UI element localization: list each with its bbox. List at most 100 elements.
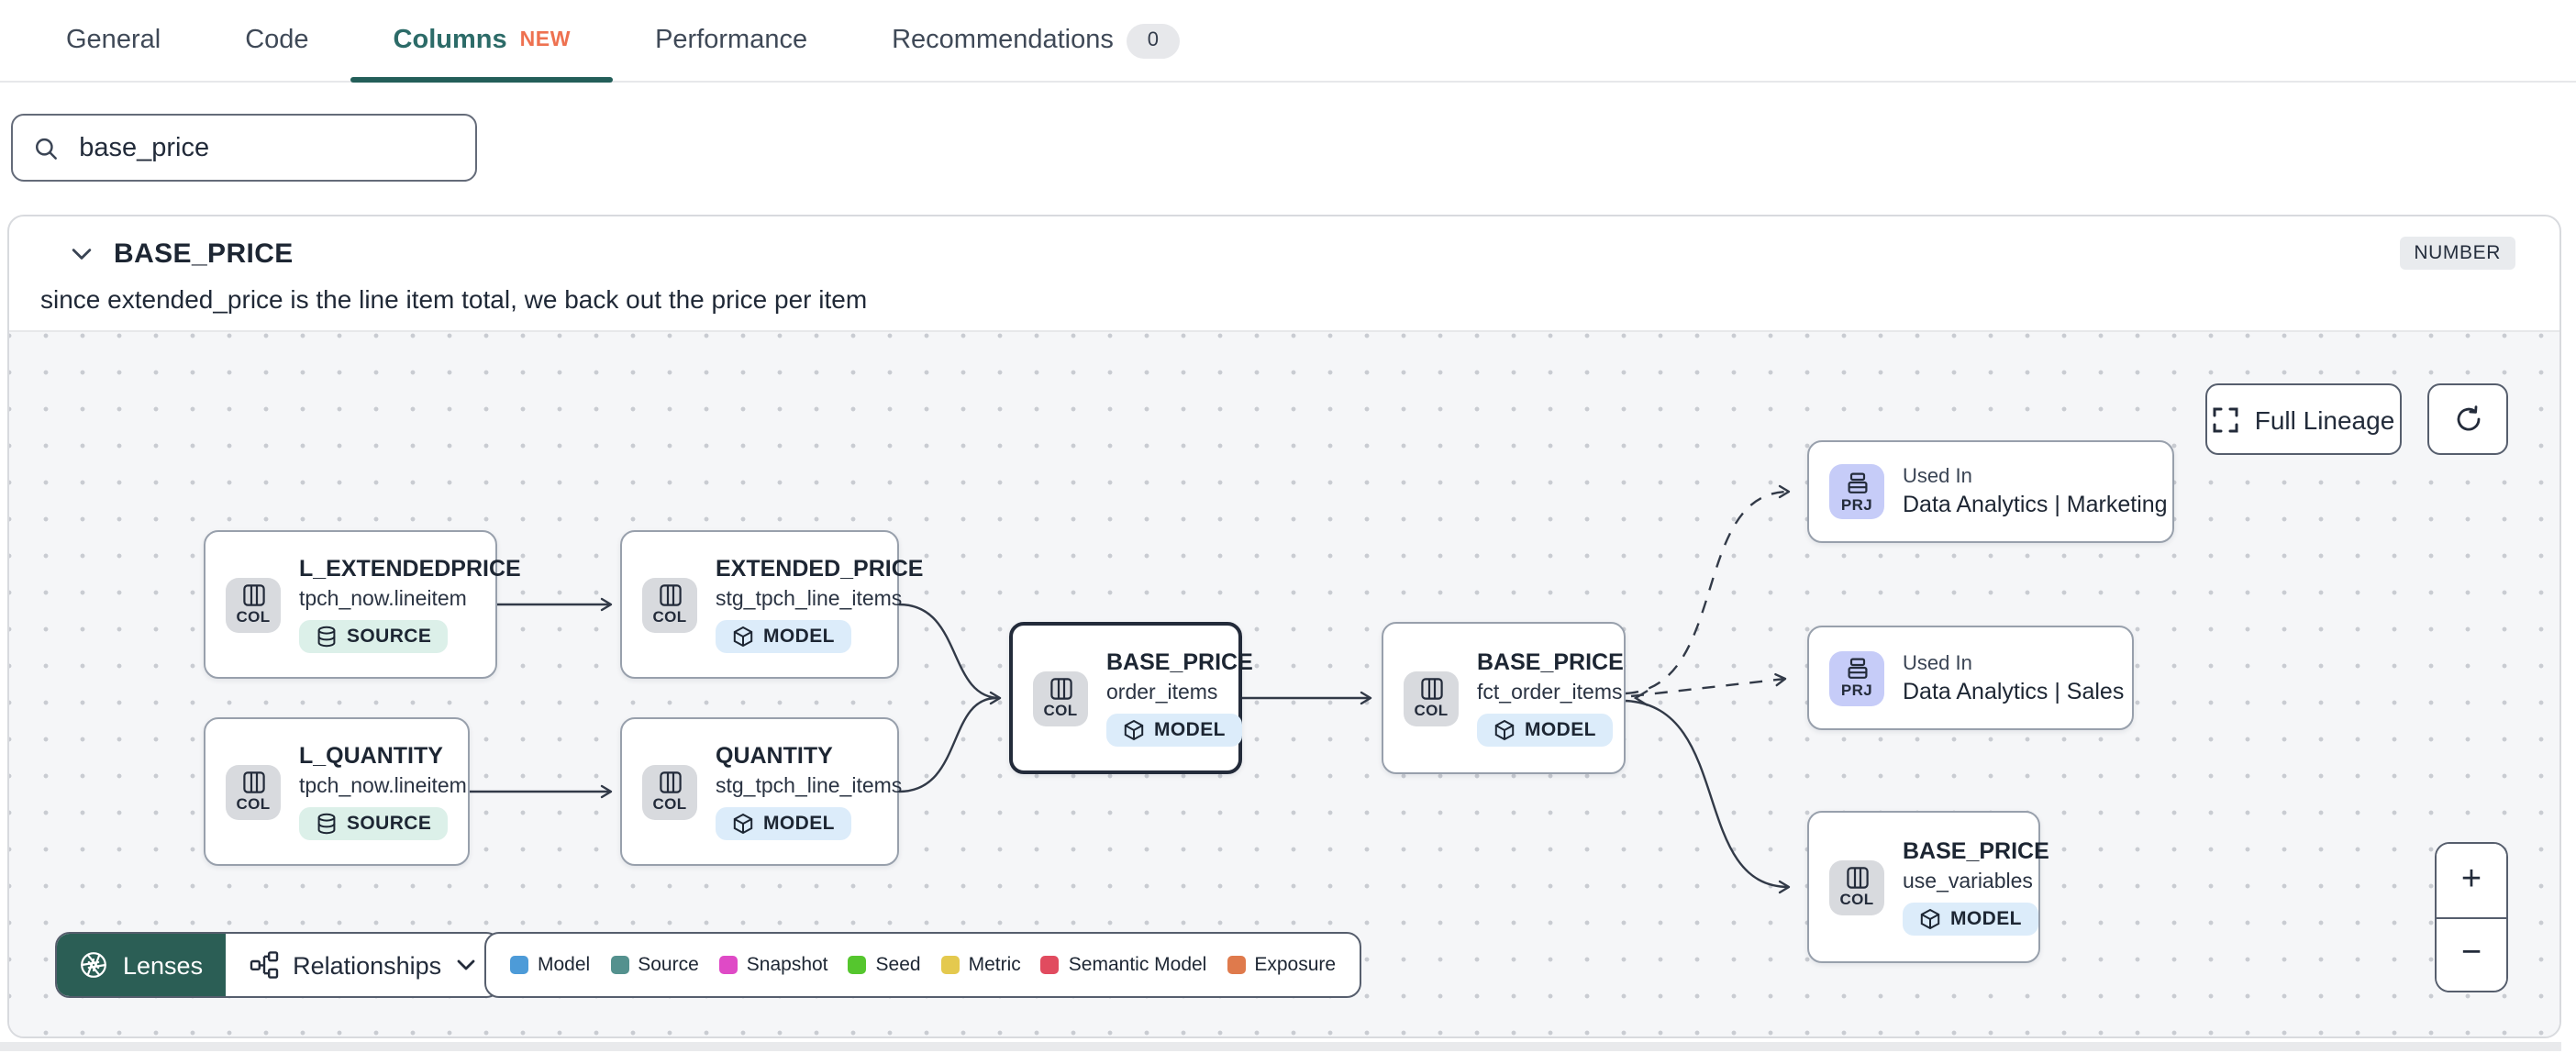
legend-item-metric: Metric: [940, 954, 1021, 976]
source-swatch: [610, 956, 629, 974]
model-swatch: [510, 956, 528, 974]
legend-item-exposure: Exposure: [1227, 954, 1336, 976]
kind-label: COL: [236, 794, 271, 814]
resource-legend: Model Source Snapshot Seed Metric Semant…: [484, 932, 1362, 998]
tab-recommendations[interactable]: Recommendations 0: [849, 0, 1222, 81]
col-badge: COL: [1404, 671, 1459, 726]
col-badge: COL: [642, 577, 697, 632]
table-columns-icon: [659, 584, 681, 607]
node-title: QUANTITY: [716, 743, 833, 770]
table-columns-icon: [242, 584, 264, 607]
search-row: [0, 83, 2576, 182]
node-title: BASE_PRICE: [1106, 649, 1253, 676]
lenses-toolbar: Lenses Relationships: [55, 932, 501, 998]
expand-icon: [2213, 406, 2238, 432]
table-columns-icon: [1846, 867, 1868, 890]
new-badge: NEW: [519, 29, 572, 51]
seed-swatch: [848, 956, 867, 974]
prj-badge: PRJ: [1829, 464, 1884, 519]
zoom-out-button[interactable]: −: [2437, 918, 2506, 991]
lineage-node-base-price-order-items[interactable]: COL BASE_PRICE order_items MODEL: [1009, 622, 1253, 774]
recommendations-count-badge: 0: [1126, 23, 1180, 58]
lineage-node-base-price-fct-order-items[interactable]: COL BASE_PRICE fct_order_items MODEL: [1382, 622, 1626, 774]
node-subtitle: fct_order_items: [1477, 682, 1623, 704]
node-subtitle: stg_tpch_line_items: [716, 775, 903, 798]
legend-item-seed: Seed: [848, 954, 921, 976]
kind-label: PRJ: [1840, 494, 1873, 514]
refresh-icon: [2456, 405, 2480, 431]
node-title: BASE_PRICE: [1477, 649, 1624, 676]
metric-swatch: [940, 956, 960, 974]
kind-label: COL: [1839, 890, 1874, 909]
cube-icon: [1124, 719, 1144, 740]
lineage-edges: [470, 484, 1791, 894]
kind-label: PRJ: [1840, 681, 1873, 700]
lineage-canvas[interactable]: COL L_EXTENDEDPRICE tpch_now.lineitem SO…: [9, 330, 2559, 1036]
tab-columns[interactable]: Columns NEW: [350, 0, 614, 83]
lenses-button[interactable]: Lenses: [57, 934, 226, 996]
tab-label: Code: [245, 26, 309, 55]
full-lineage-button[interactable]: Full Lineage: [2205, 383, 2402, 455]
node-subtitle: stg_tpch_line_items: [716, 588, 903, 611]
resource-type-label: MODEL: [763, 812, 835, 835]
kind-label: COL: [1414, 701, 1449, 720]
node-subtitle: order_items: [1106, 682, 1218, 704]
node-title: BASE_PRICE: [1903, 838, 2049, 865]
tab-general[interactable]: General: [24, 0, 203, 81]
lineage-node-l-quantity[interactable]: COL L_QUANTITY tpch_now.lineitem SOURCE: [204, 717, 470, 866]
node-subtitle: tpch_now.lineitem: [299, 588, 467, 611]
search-box[interactable]: [11, 114, 477, 182]
legend-item-source: Source: [610, 954, 699, 976]
node-subtitle: tpch_now.lineitem: [299, 775, 467, 798]
tab-label: Recommendations: [892, 26, 1114, 55]
exposure-swatch: [1227, 956, 1246, 974]
column-name-title: BASE_PRICE: [114, 238, 294, 269]
model-pill: MODEL: [1477, 713, 1613, 747]
lineage-node-base-price-use-variables[interactable]: COL BASE_PRICE use_variables MODEL: [1807, 811, 2049, 963]
project-name: Data Analytics | Sales: [1903, 678, 2125, 704]
tab-performance[interactable]: Performance: [613, 0, 849, 81]
lineage-node-used-in-sales[interactable]: PRJ Used In Data Analytics | Sales: [1807, 626, 2134, 730]
model-pill: MODEL: [716, 619, 851, 653]
kind-label: COL: [1043, 701, 1078, 720]
relationships-dropdown[interactable]: Relationships: [225, 934, 498, 996]
full-lineage-label: Full Lineage: [2254, 405, 2395, 434]
col-badge: COL: [1829, 859, 1884, 914]
snapshot-swatch: [718, 956, 738, 974]
legend-item-snapshot: Snapshot: [718, 954, 828, 976]
column-panel: BASE_PRICE NUMBER since extended_price i…: [7, 215, 2561, 1038]
cube-icon: [1494, 719, 1515, 740]
table-columns-icon: [242, 771, 264, 794]
relationships-label: Relationships: [293, 951, 442, 979]
tab-label: General: [66, 26, 161, 55]
column-description: since extended_price is the line item to…: [40, 284, 868, 314]
source-pill: SOURCE: [299, 806, 449, 840]
table-columns-icon: [659, 771, 681, 794]
lineage-node-quantity[interactable]: COL QUANTITY stg_tpch_line_items MODEL: [620, 717, 903, 866]
aperture-icon: [81, 952, 106, 978]
collapse-chevron-icon[interactable]: [72, 247, 92, 260]
lineage-node-used-in-marketing[interactable]: PRJ Used In Data Analytics | Marketing: [1807, 440, 2174, 543]
prj-badge: PRJ: [1829, 650, 1884, 705]
database-icon: [317, 626, 336, 647]
kind-label: COL: [652, 607, 687, 626]
source-pill: SOURCE: [299, 619, 449, 653]
model-pill: MODEL: [1106, 713, 1242, 747]
model-pill: MODEL: [716, 806, 851, 840]
project-name: Data Analytics | Marketing: [1903, 492, 2168, 517]
lineage-node-l-extendedprice[interactable]: COL L_EXTENDEDPRICE tpch_now.lineitem SO…: [204, 530, 521, 679]
cube-icon: [1920, 908, 1940, 929]
zoom-in-button[interactable]: +: [2437, 844, 2506, 918]
node-title: EXTENDED_PRICE: [716, 556, 924, 582]
page-bottom-divider: [0, 1041, 2561, 1050]
resource-type-label: MODEL: [1154, 718, 1226, 741]
resource-type-label: MODEL: [763, 625, 835, 648]
chevron-down-icon: [456, 959, 474, 970]
database-icon: [317, 813, 336, 834]
column-search-input[interactable]: [75, 131, 455, 164]
tab-code[interactable]: Code: [203, 0, 350, 81]
node-subtitle: use_variables: [1903, 870, 2033, 893]
refresh-button[interactable]: [2427, 383, 2508, 455]
lineage-node-extended-price[interactable]: COL EXTENDED_PRICE stg_tpch_line_items M…: [620, 530, 923, 679]
